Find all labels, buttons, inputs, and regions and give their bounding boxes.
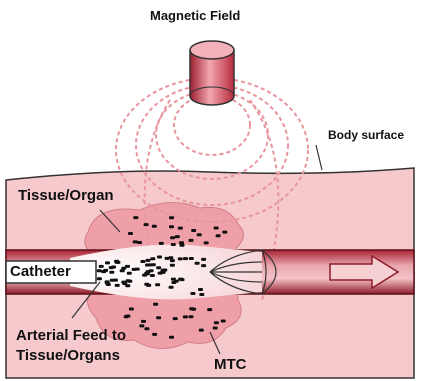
mtc-particle xyxy=(111,266,116,269)
mtc-particle xyxy=(201,258,206,261)
mtc-particle xyxy=(170,259,175,262)
mtc-particle xyxy=(153,303,158,306)
mtc-particle xyxy=(152,333,157,336)
mtc-particle xyxy=(170,264,175,267)
mtc-particle xyxy=(178,227,183,230)
mtc-particle xyxy=(157,256,162,259)
mtc-particle xyxy=(189,315,194,318)
mtc-particle xyxy=(103,269,108,272)
mtc-particle xyxy=(129,308,134,311)
mtc-particle xyxy=(174,280,179,283)
mtc-particle xyxy=(106,283,111,286)
mtc-particle xyxy=(178,278,183,281)
mtc-particle xyxy=(148,263,153,266)
mtc-particle xyxy=(115,284,120,287)
mtc-particle xyxy=(146,284,151,287)
mtc-particle xyxy=(191,229,196,232)
mtc-particle xyxy=(121,281,126,284)
mtc-label: MTC xyxy=(214,356,247,373)
mtc-particle xyxy=(155,283,160,286)
mtc-particle xyxy=(133,240,138,243)
mtc-particle xyxy=(99,265,104,268)
mtc-particle xyxy=(140,260,145,263)
mtc-particle xyxy=(204,241,209,244)
mtc-particle xyxy=(128,232,133,235)
body-surface-label: Body surface xyxy=(328,129,404,143)
mtc-particle xyxy=(109,271,114,274)
mtc-particle xyxy=(150,257,155,260)
mtc-particle xyxy=(199,293,204,296)
mtc-particle xyxy=(97,269,102,272)
mtc-particle xyxy=(150,274,155,277)
mtc-particle xyxy=(189,257,194,260)
mtc-particle xyxy=(207,308,212,311)
magnetic-field-label: Magnetic Field xyxy=(150,9,240,24)
mtc-particle xyxy=(183,257,188,260)
mtc-particle xyxy=(197,233,202,236)
mtc-particle xyxy=(169,336,174,339)
mtc-particle xyxy=(191,308,196,311)
mtc-particle xyxy=(161,271,166,274)
mtc-particle xyxy=(195,262,200,265)
mtc-particle xyxy=(201,264,206,267)
mtc-particle xyxy=(144,327,149,330)
mtc-particle xyxy=(180,244,185,247)
mtc-particle xyxy=(214,321,219,324)
mtc-particle xyxy=(190,292,195,295)
mtc-particle xyxy=(175,235,180,238)
tissue-organ-label: Tissue/Organ xyxy=(18,187,114,204)
arterial-feed-label-line1: Arterial Feed to xyxy=(16,327,126,344)
mtc-particle xyxy=(198,288,203,291)
mtc-particle xyxy=(149,269,154,272)
mtc-particle xyxy=(178,257,183,260)
mtc-particle xyxy=(152,225,157,228)
arterial-feed-label-line2: Tissue/Organs xyxy=(16,347,120,364)
mtc-particle xyxy=(141,320,146,323)
mtc-particle xyxy=(156,266,161,269)
mtc-particle xyxy=(114,260,119,263)
mtc-particle xyxy=(173,317,178,320)
mtc-particle xyxy=(169,216,174,219)
mtc-particle xyxy=(139,324,144,327)
mtc-particle xyxy=(144,223,149,226)
mtc-particle xyxy=(159,242,164,245)
catheter-label: Catheter xyxy=(10,263,71,280)
mtc-particle xyxy=(105,261,110,264)
mtc-particle xyxy=(126,279,131,282)
mtc-particle xyxy=(222,231,227,234)
mtc-particle xyxy=(169,286,174,289)
mtc-particle xyxy=(132,268,137,271)
mtc-particle xyxy=(199,329,204,332)
mtc-particle xyxy=(137,241,142,244)
mtc-particle xyxy=(133,216,138,219)
mtc-particle xyxy=(189,239,194,242)
mtc-particle xyxy=(221,320,226,323)
mtc-particle xyxy=(213,327,218,330)
mtc-particle xyxy=(110,279,115,282)
mtc-particle xyxy=(120,269,125,272)
mtc-particle xyxy=(121,267,126,270)
mtc-particle xyxy=(165,257,170,260)
mtc-particle xyxy=(125,284,130,287)
mtc-particle xyxy=(216,234,221,237)
mtc-particle xyxy=(170,236,175,239)
mtc-particle xyxy=(214,227,219,230)
magnet xyxy=(190,41,234,105)
mtc-particle xyxy=(124,315,129,318)
mtc-particle xyxy=(183,315,188,318)
mtc-particle xyxy=(156,316,161,319)
mtc-particle xyxy=(97,277,102,280)
mtc-particle xyxy=(146,259,151,262)
mtc-particle xyxy=(169,225,174,228)
mtc-particle xyxy=(171,243,176,246)
mtc-particle xyxy=(127,272,132,275)
